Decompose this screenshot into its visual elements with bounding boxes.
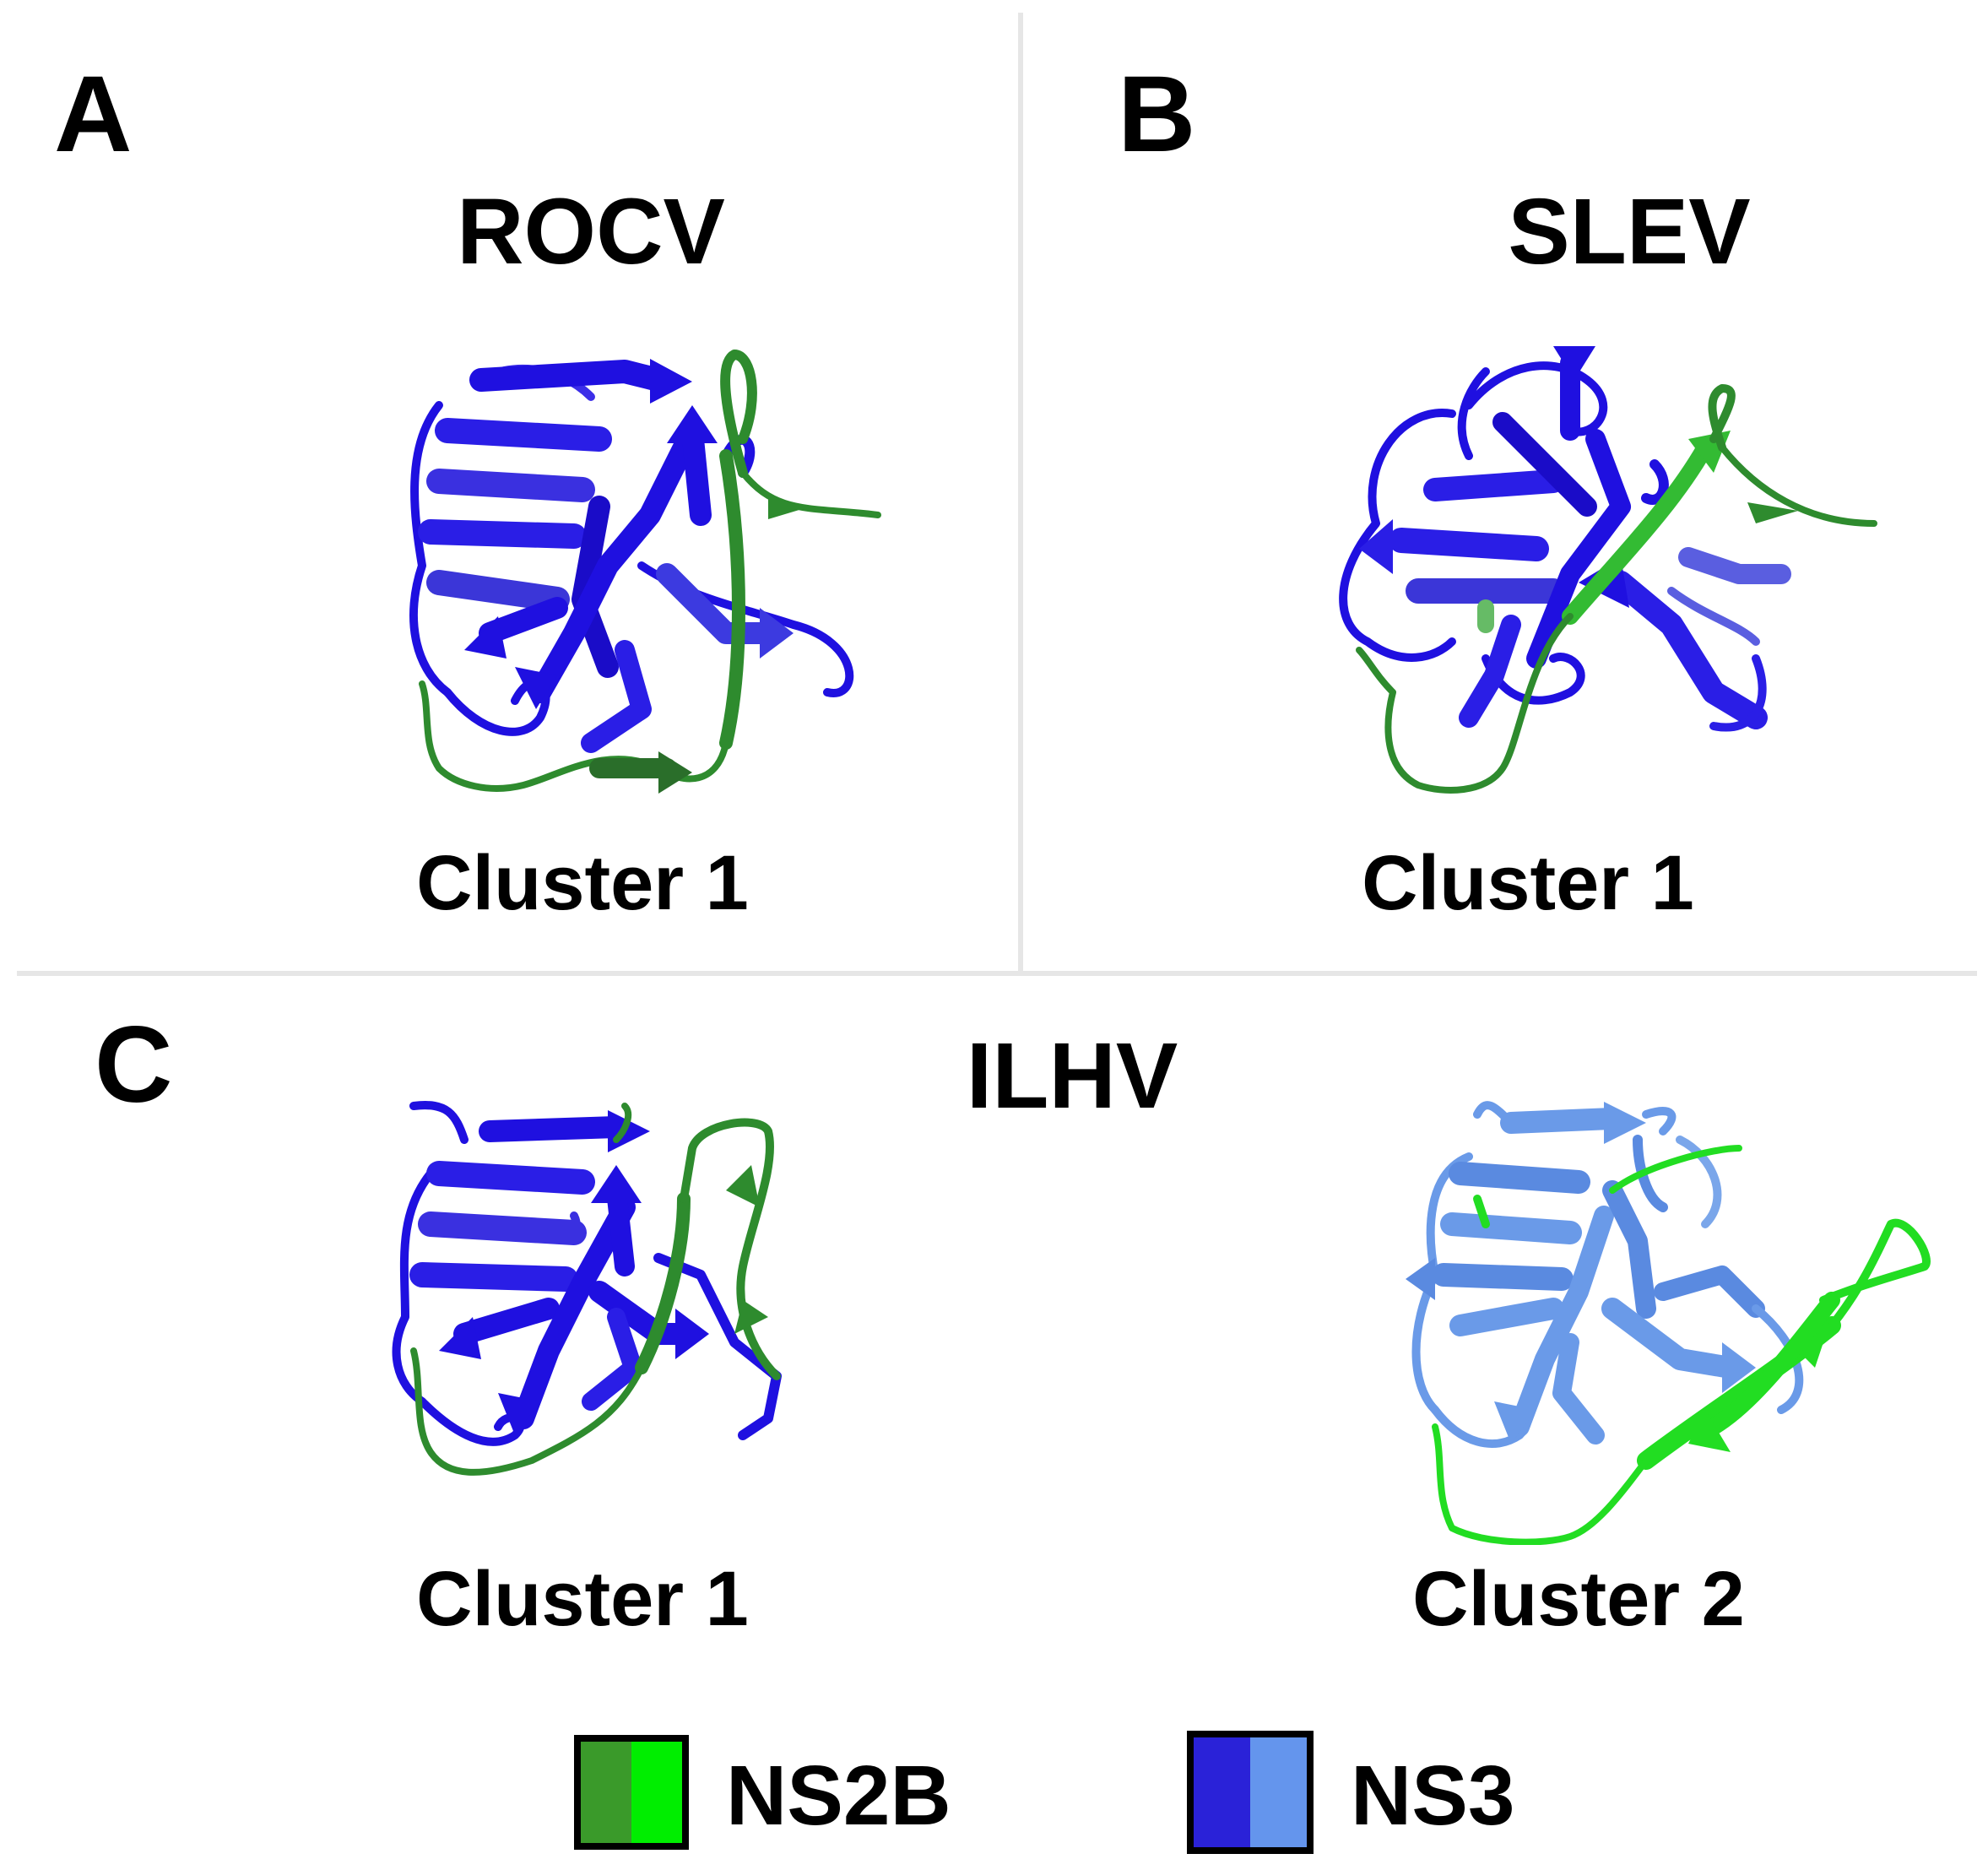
panel-a-letter: A — [54, 54, 133, 175]
panel-a-protein-structure — [409, 350, 881, 794]
panel-c-cluster2-protein-structure — [1406, 1101, 1931, 1545]
panel-a-cluster-label: Cluster 1 — [416, 840, 749, 926]
panel-c-cluster1-protein-structure — [392, 1101, 782, 1476]
panel-b-letter: B — [1118, 54, 1196, 175]
ns2b-light-swatch — [631, 1742, 682, 1843]
legend-ns3-label: NS3 — [1351, 1748, 1515, 1843]
panel-c-title: ILHV — [966, 1024, 1178, 1128]
ns3-dark-swatch — [1194, 1737, 1250, 1847]
ns2b-dark-swatch — [581, 1742, 631, 1843]
horizontal-divider — [17, 971, 1977, 976]
panel-b-protein-structure — [1339, 346, 1877, 794]
legend-ns2b-label: NS2B — [726, 1748, 951, 1843]
panel-c-cluster2-label: Cluster 2 — [1412, 1556, 1745, 1642]
panel-a-title: ROCV — [457, 180, 725, 284]
panel-b-title: SLEV — [1508, 180, 1751, 284]
legend-ns2b-swatch — [574, 1735, 689, 1850]
legend-ns3-swatch — [1187, 1731, 1314, 1854]
ns3-light-swatch — [1250, 1737, 1307, 1847]
panel-b-cluster-label: Cluster 1 — [1362, 840, 1694, 926]
panel-c-cluster1-label: Cluster 1 — [416, 1556, 749, 1642]
vertical-divider — [1018, 13, 1023, 973]
panel-c-letter: C — [95, 1005, 173, 1125]
